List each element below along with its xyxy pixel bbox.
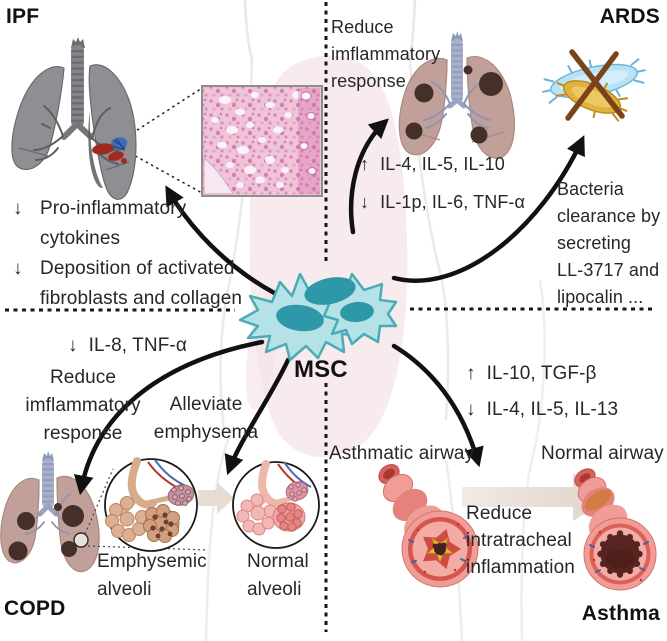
down-arrow-icon: ↓ <box>13 258 23 279</box>
copd-alleviate-text: Alleviate emphysema <box>153 394 259 444</box>
arrow-msc-to-copd-lungs <box>73 339 265 496</box>
ipf-lungs-icon <box>11 37 137 200</box>
ipf-effect-1-text: Pro-inflammatory cytokines <box>40 198 187 250</box>
ipf-effect-2-text: Deposition of activated fibroblasts and … <box>40 258 243 310</box>
asthma-cytokines-down-text: IL-4, IL-5, IL-13 <box>486 399 619 420</box>
up-arrow-icon: ↑ <box>360 154 370 174</box>
ards-bacteria-text: Bacteria clearance by secreting LL-3717 … <box>557 179 661 307</box>
copd-reduce-text: Reduce imflammatory response <box>25 367 141 445</box>
down-arrow-icon: ↓ <box>466 399 476 420</box>
down-arrow-icon: ↓ <box>360 192 370 212</box>
copd-magnifier-circle <box>73 532 89 548</box>
asthma-cytokines-down: ↓ IL-4, IL-5, IL-13 <box>466 396 618 425</box>
ards-lungs-icon <box>398 31 515 159</box>
ipf-magnification-lines <box>121 87 203 194</box>
copd-cytokines-down: ↓ IL-8, TNF-α <box>68 332 187 361</box>
ipf-effect-1: ↓ Pro-inflammatory cytokines <box>13 194 186 254</box>
ards-consolidation-spots <box>405 65 503 144</box>
bacteria-crossed-icon <box>542 49 646 122</box>
asthma-cytokines-up: ↑ IL-10, TGF-β <box>466 360 597 389</box>
copd-transition-arrow <box>198 482 234 514</box>
copd-title: COPD <box>4 597 66 620</box>
ards-cytokines-up: ↑ IL-4, IL-5, IL-10 <box>360 151 505 178</box>
down-arrow-icon: ↓ <box>68 335 78 356</box>
histology-image <box>201 85 323 197</box>
normal-airway-icon <box>574 468 657 591</box>
ards-cytokines-down-text: IL-1p, IL-6, TNF-α <box>380 192 526 212</box>
normal-airway-label: Normal airway <box>541 443 664 464</box>
ards-reduce-text: Reduce imflammatory response <box>331 17 441 91</box>
down-arrow-icon: ↓ <box>13 198 23 219</box>
copd-cytokines-down-text: IL-8, TNF-α <box>88 335 187 356</box>
ards-cytokines-up-text: IL-4, IL-5, IL-10 <box>380 154 505 174</box>
ards-cytokines-down: ↓ IL-1p, IL-6, TNF-α <box>360 189 525 216</box>
asthma-title: Asthma <box>581 602 660 625</box>
emphysemic-alveoli-label: Emphysemic alveoli <box>97 551 207 601</box>
asthma-transition-arrow <box>462 473 611 521</box>
arrow-msc-to-alveoli <box>224 357 291 476</box>
asthmatic-airway-label: Asthmatic airway <box>329 443 475 464</box>
ipf-title: IPF <box>6 5 40 28</box>
emphysemic-alveoli-icon <box>104 457 198 552</box>
arrow-msc-to-asthma <box>391 343 484 468</box>
asthma-reduce-text: Reduce intratracheal inflammation <box>466 503 575 578</box>
ipf-effect-2: ↓ Deposition of activated fibroblasts an… <box>13 254 242 314</box>
arrow-msc-to-ards-lungs <box>348 118 389 235</box>
up-arrow-icon: ↑ <box>466 363 476 384</box>
msc-cells-icon <box>238 272 398 362</box>
normal-alveoli-label: Normal alveoli <box>247 551 309 601</box>
normal-alveoli-icon <box>232 460 320 549</box>
ards-title: ARDS <box>599 5 660 28</box>
copd-lungs-icon <box>0 451 100 573</box>
msc-label: MSC <box>294 356 348 383</box>
asthma-cytokines-up-text: IL-10, TGF-β <box>486 363 597 384</box>
ipf-fibrosis-lesion <box>92 137 128 164</box>
arrow-msc-to-bacteria <box>391 135 585 283</box>
quadrant-dividers <box>5 2 654 632</box>
asthmatic-airway-icon <box>378 463 479 588</box>
copd-spots <box>8 503 84 561</box>
